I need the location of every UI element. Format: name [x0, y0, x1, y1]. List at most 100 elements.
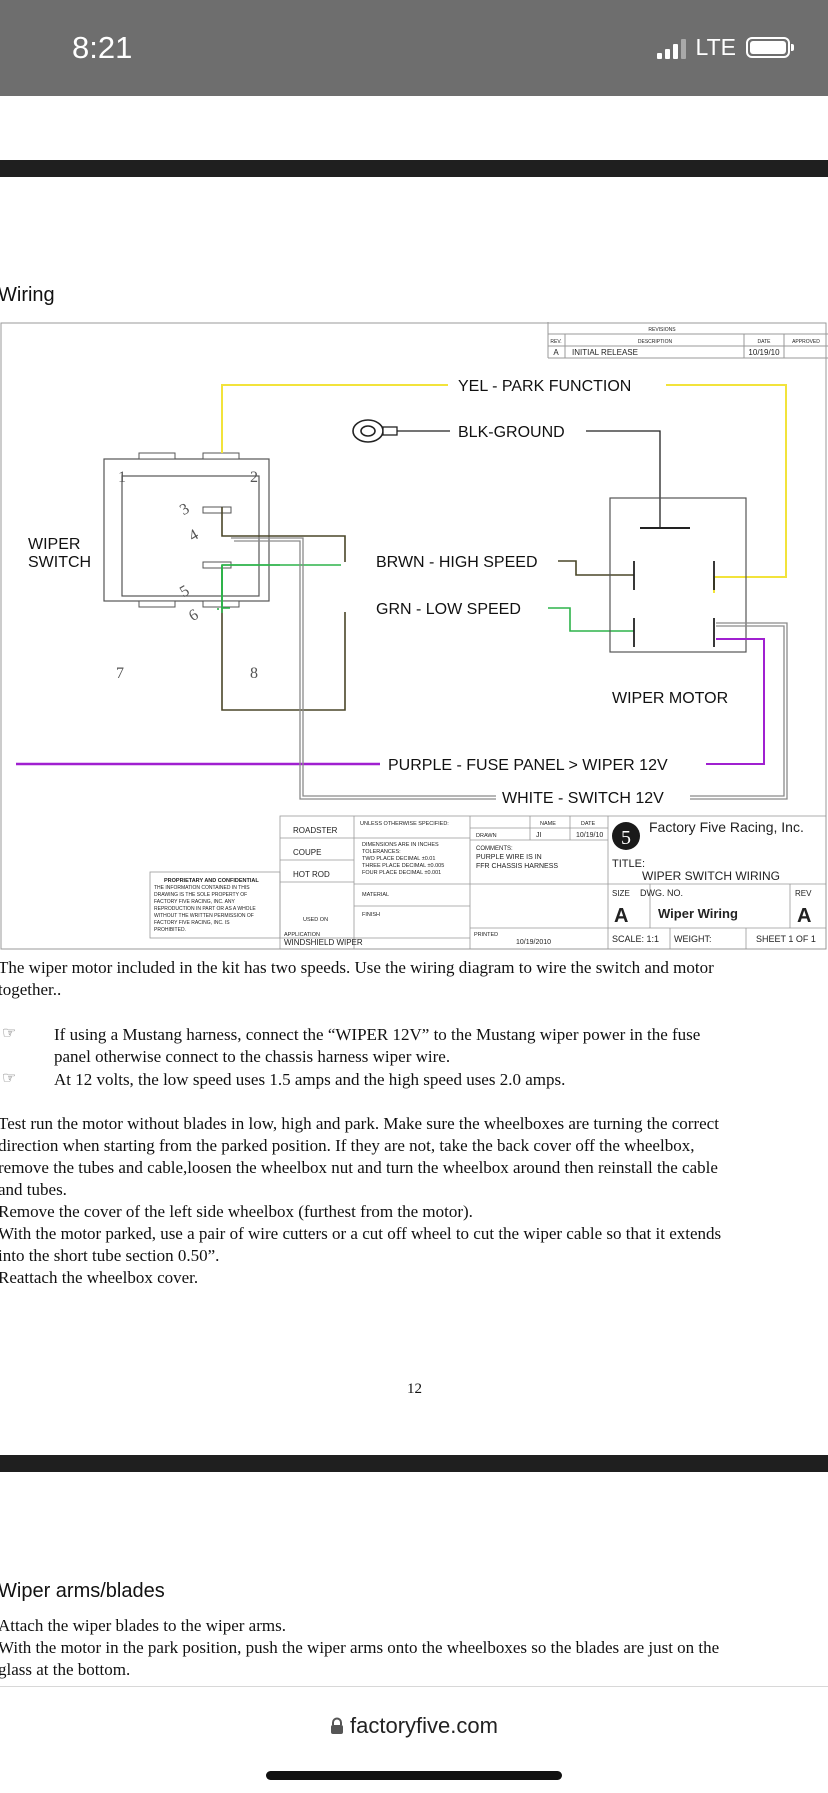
paragraph-reattach: Reattach the wheelbox cover. [0, 1268, 199, 1287]
tb-roadster: ROADSTER [293, 826, 338, 835]
tb-hotrod: HOT ROD [293, 870, 330, 879]
switch-label-1: WIPER [28, 536, 80, 553]
url-text: factoryfive.com [350, 1713, 498, 1738]
motor-label: WIPER MOTOR [612, 690, 728, 707]
rev-value: A [797, 905, 811, 927]
title-value: WIPER SWITCH WIRING [642, 869, 780, 883]
title-block: UNLESS OTHERWISE SPECIFIED: DIMENSIONS A… [149, 815, 827, 950]
paragraph-test-3: remove the tubes and cable,loosen the wh… [0, 1158, 718, 1177]
revision-table: REVISIONS REV. DESCRIPTION DATE APPROVED… [547, 322, 828, 359]
bullet-amps: At 12 volts, the low speed uses 1.5 amps… [54, 1070, 566, 1089]
switch-label: WIPER SWITCH [28, 536, 91, 571]
network-type: LTE [695, 34, 736, 60]
prop-3: DRAWING IS THE SOLE PROPERTY OF [154, 892, 247, 898]
rev-label: REV [795, 889, 812, 898]
prop-6: WITHOUT THE WRITTEN PERMISSION OF [154, 913, 254, 919]
tb-coupe: COUPE [293, 848, 321, 857]
prop-8: PROHIBITED. [154, 927, 186, 933]
paragraph-remove-cover: Remove the cover of the left side wheelb… [0, 1202, 473, 1221]
battery-icon [746, 37, 794, 58]
address-display[interactable]: factoryfive.com [0, 1713, 828, 1739]
wire-brown [221, 507, 634, 711]
tb-comment2: FFR CHASSIS HARNESS [476, 863, 558, 870]
tb-tol: TOLERANCES: [362, 849, 401, 855]
size-label: SIZE [612, 889, 630, 898]
paragraph-arms-2: With the motor in the park position, pus… [0, 1638, 720, 1657]
paragraph-arms-1: Attach the wiper blades to the wiper arm… [0, 1616, 286, 1635]
dwg-label: DWG. NO. [640, 888, 683, 898]
prop-7: FACTORY FIVE RACING, INC. IS [154, 920, 230, 926]
wire-ground [352, 419, 690, 529]
date-col: DATE [758, 339, 772, 345]
wire-white [231, 537, 788, 800]
hand-pointer-icon: ☞ [2, 1025, 17, 1042]
label-grn: GRN - LOW SPEED [376, 601, 521, 618]
company-name: Factory Five Racing, Inc. [649, 819, 804, 835]
prop-5: REPRODUCTION IN PART OR AS A WHOLE [154, 906, 256, 912]
tb-three: THREE PLACE DECIMAL ±0.005 [362, 863, 444, 869]
tb-date: DATE [581, 821, 596, 827]
tb-application: APPLICATION [284, 932, 320, 938]
rev-header: REVISIONS [648, 327, 676, 333]
label-brwn: BRWN - HIGH SPEED [376, 554, 538, 571]
tb-two: TWO PLACE DECIMAL ±0.01 [362, 856, 435, 862]
tb-four: FOUR PLACE DECIMAL ±0.001 [362, 870, 441, 876]
paragraph-intro-1: The wiper motor included in the kit has … [0, 958, 714, 977]
page-number: 12 [407, 1381, 422, 1397]
paragraph-intro-2: together.. [0, 980, 62, 999]
wire-green-up [221, 564, 280, 608]
wire-green-cover [341, 562, 347, 612]
page-divider-top [0, 160, 828, 177]
sheet: SHEET 1 OF 1 [756, 934, 816, 944]
label-purple: PURPLE - FUSE PANEL > WIPER 12V [388, 757, 668, 774]
tb-drawn: DRAWN [476, 833, 497, 839]
approved-col: APPROVED [792, 339, 820, 345]
lock-icon [331, 1717, 344, 1734]
signal-icon [656, 37, 686, 59]
dwg-value: Wiper Wiring [658, 906, 738, 921]
paragraph-arms-3: glass at the bottom. [0, 1660, 131, 1679]
label-yel: YEL - PARK FUNCTION [458, 378, 631, 395]
home-indicator[interactable] [266, 1771, 562, 1780]
wire-purple-right [706, 638, 765, 765]
pin-1: 1 [118, 469, 126, 486]
pin-8: 8 [250, 665, 258, 682]
section-heading-wiper-arms: Wiper arms/blades [0, 1580, 165, 1602]
paragraph-cut-2: into the short tube section 0.50”. [0, 1246, 220, 1265]
tb-printed: PRINTED [474, 932, 498, 938]
wire-green-ends [548, 607, 634, 632]
desc-col: DESCRIPTION [638, 339, 673, 345]
page-divider-middle [0, 1455, 828, 1472]
wiring-diagram: REVISIONS REV. DESCRIPTION DATE APPROVED… [0, 322, 828, 950]
pin-4: 4 [186, 526, 201, 545]
wiper-motor [609, 497, 747, 653]
tb-app-value: WINDSHIELD WIPER [284, 938, 363, 947]
pin-7: 7 [116, 665, 124, 682]
switch-pins: 1 2 3 4 5 6 7 8 [116, 469, 258, 682]
tb-dims: DIMENSIONS ARE IN INCHES [362, 842, 439, 848]
status-bar: 8:21 LTE [0, 0, 828, 96]
prop-2: THE INFORMATION CONTAINED IN THIS [154, 885, 250, 891]
rev-letter: A [553, 348, 559, 357]
paragraph-test-4: and tubes. [0, 1180, 67, 1199]
label-white: WHITE - SWITCH 12V [502, 790, 664, 807]
paragraph-test-1: Test run the motor without blades in low… [0, 1114, 719, 1133]
rev-desc: INITIAL RELEASE [572, 348, 638, 357]
tb-unless: UNLESS OTHERWISE SPECIFIED: [360, 821, 449, 827]
status-right: LTE [656, 34, 794, 61]
status-time: 8:21 [72, 30, 133, 65]
wire-labels: YEL - PARK FUNCTION BLK-GROUND BRWN - HI… [376, 378, 668, 807]
tb-usedon: USED ON [303, 917, 328, 923]
browser-address-bar[interactable]: factoryfive.com [0, 1686, 828, 1793]
pin-6: 6 [186, 606, 201, 625]
scale: SCALE: 1:1 [612, 934, 659, 944]
tb-comment1: PURPLE WIRE IS IN [476, 854, 542, 861]
rev-date: 10/19/10 [748, 348, 780, 357]
pin-5: 5 [177, 582, 192, 601]
bullet-mustang-2: panel otherwise connect to the chassis h… [54, 1047, 451, 1066]
pin-3: 3 [177, 500, 192, 519]
hand-pointer-icon: ☞ [2, 1070, 17, 1087]
pin-2: 2 [250, 469, 258, 486]
switch-label-2: SWITCH [28, 554, 91, 571]
tb-comments: COMMENTS: [476, 846, 513, 852]
